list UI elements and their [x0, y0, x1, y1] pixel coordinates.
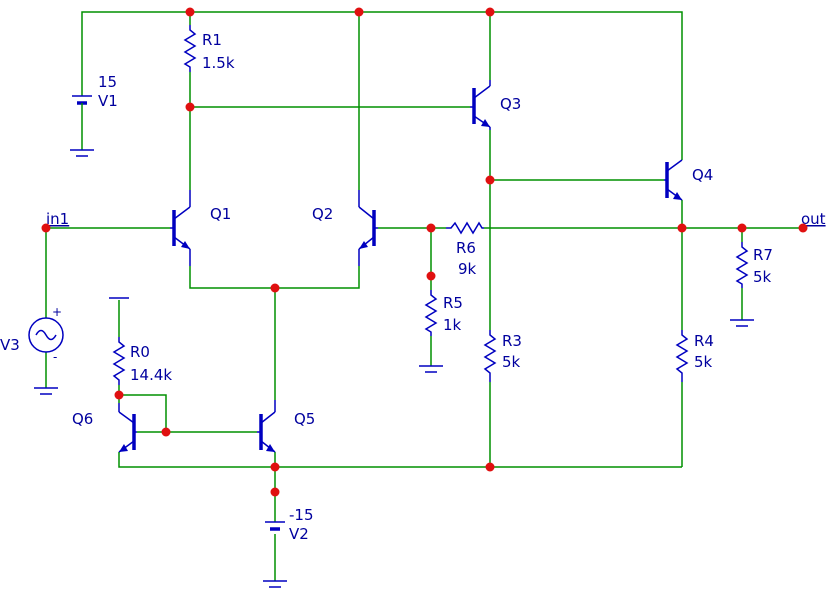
resistor-r5[interactable]: R5 1k — [424, 290, 463, 336]
node-dot[interactable] — [161, 427, 171, 437]
node-dot[interactable] — [426, 223, 436, 233]
v1-value: 15 — [98, 73, 117, 91]
r5-name: R5 — [443, 294, 463, 312]
ground-icon — [730, 319, 754, 327]
r0-value: 14.4k — [130, 366, 172, 384]
q6-name: Q6 — [72, 410, 93, 428]
r4-value: 5k — [694, 353, 713, 371]
node-dot[interactable] — [485, 175, 495, 185]
battery-v2[interactable]: -15 V2 — [263, 506, 314, 588]
transistor-q4[interactable]: Q4 — [664, 159, 713, 201]
v2-value: -15 — [289, 506, 314, 524]
r7-value: 5k — [753, 268, 772, 286]
v3-name: V3 — [0, 336, 20, 354]
v1-name: V1 — [98, 92, 118, 110]
battery-v1[interactable]: 15 V1 — [70, 73, 118, 157]
node-dot[interactable] — [426, 271, 436, 281]
transistor-q5[interactable]: Q5 — [257, 400, 315, 453]
r3-name: R3 — [502, 332, 522, 350]
q1-name: Q1 — [210, 205, 231, 223]
node-dot[interactable] — [270, 487, 280, 497]
ground-icon — [419, 365, 443, 373]
node-dot[interactable] — [354, 7, 364, 17]
r3-value: 5k — [502, 353, 521, 371]
resistor-r0[interactable]: R0 14.4k — [112, 337, 172, 385]
transistor-q2[interactable]: Q2 — [312, 190, 378, 266]
junction-dots — [41, 7, 808, 497]
r1-name: R1 — [202, 31, 222, 49]
q4-name: Q4 — [692, 166, 713, 184]
node-dot[interactable] — [41, 223, 51, 233]
net-label-in1: in1 — [46, 210, 69, 228]
r0-name: R0 — [130, 343, 150, 361]
node-dot[interactable] — [270, 283, 280, 293]
r7-name: R7 — [753, 246, 773, 264]
node-dot[interactable] — [185, 102, 195, 112]
node-dot[interactable] — [737, 223, 747, 233]
r6-value: 9k — [458, 260, 477, 278]
resistor-r1[interactable]: R1 1.5k — [183, 25, 235, 72]
resistor-r7[interactable]: R7 5k — [735, 242, 773, 288]
node-dot[interactable] — [114, 390, 124, 400]
ac-source-v3[interactable]: + - V3 — [0, 305, 64, 395]
net-label-out: out — [801, 210, 826, 228]
r5-value: 1k — [443, 316, 462, 334]
node-dot[interactable] — [485, 462, 495, 472]
q5-name: Q5 — [294, 410, 315, 428]
wires — [45, 11, 803, 581]
v3-minus: - — [53, 350, 57, 364]
node-dot[interactable] — [798, 223, 808, 233]
v2-name: V2 — [289, 525, 309, 543]
transistor-q6[interactable]: Q6 — [72, 403, 137, 453]
r6-name: R6 — [456, 239, 476, 257]
resistor-r6[interactable]: R6 9k — [446, 221, 484, 278]
v3-plus: + — [52, 305, 62, 319]
node-dot[interactable] — [270, 462, 280, 472]
resistor-r4[interactable]: R4 5k — [675, 330, 714, 382]
node-dot[interactable] — [677, 223, 687, 233]
resistor-r3[interactable]: R3 5k — [483, 330, 522, 382]
node-dot[interactable] — [485, 7, 495, 17]
transistor-q1[interactable]: Q1 — [170, 190, 231, 266]
node-dot[interactable] — [185, 7, 195, 17]
r4-name: R4 — [694, 332, 714, 350]
r1-value: 1.5k — [202, 54, 235, 72]
transistor-q3[interactable]: Q3 — [470, 80, 521, 130]
q3-name: Q3 — [500, 95, 521, 113]
q2-name: Q2 — [312, 205, 333, 223]
